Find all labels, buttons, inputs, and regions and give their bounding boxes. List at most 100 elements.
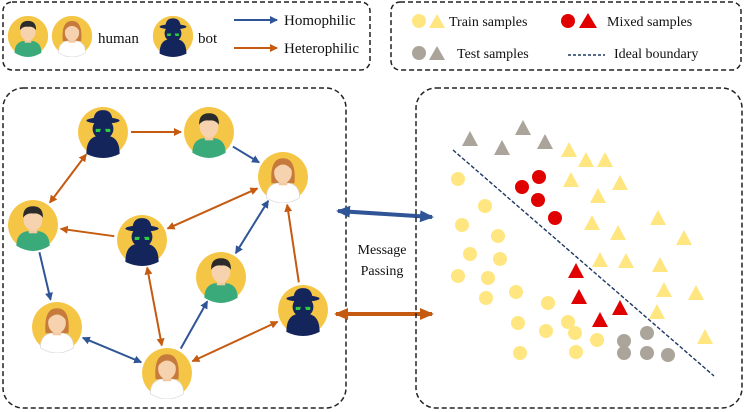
human-node-f1: [257, 151, 309, 203]
legend-train-triangle: [429, 14, 445, 28]
homophilic-edge-m1-f1: [232, 145, 260, 164]
legend-mixed-circle: [561, 14, 575, 28]
train-sample-circle: [493, 252, 507, 266]
test-sample-circle: [661, 348, 675, 362]
train-sample-triangle: [597, 152, 613, 167]
train-sample-triangle: [656, 282, 672, 297]
homophilic-edge-m3-f1: [234, 199, 270, 255]
ideal-boundary-line: [452, 149, 715, 377]
heterophilic-edge-b3-f1: [284, 203, 300, 283]
legend-homophilic-label: Homophilic: [284, 13, 356, 29]
human-node-f2: [31, 301, 83, 353]
legend-human-label: human: [98, 31, 139, 47]
train-sample-circle: [463, 247, 477, 261]
train-sample-circle: [451, 172, 465, 186]
legend-train-label: Train samples: [449, 15, 527, 30]
legend-heterophilic-label: Heterophilic: [284, 41, 359, 57]
train-sample-triangle: [584, 215, 600, 230]
mixed-sample-circle: [532, 170, 546, 184]
train-sample-triangle: [590, 188, 606, 203]
legend-bot-label: bot: [198, 31, 218, 47]
human-node-m3: [196, 252, 246, 303]
mixed-sample-triangle: [612, 300, 628, 315]
train-sample-circle: [590, 333, 604, 347]
node-legend-box: [2, 1, 371, 71]
train-sample-triangle: [610, 225, 626, 240]
train-sample-circle: [513, 346, 527, 360]
train-sample-circle: [479, 291, 493, 305]
test-sample-triangle: [462, 131, 478, 146]
train-sample-triangle: [561, 142, 577, 157]
feature-space-panel: [415, 87, 743, 409]
legend-train-circle: [412, 14, 426, 28]
train-sample-circle: [455, 218, 469, 232]
message-passing-arrow-homophilic: [336, 205, 434, 223]
train-sample-circle: [451, 269, 465, 283]
mixed-sample-circle: [548, 211, 562, 225]
graph-panel: [2, 87, 347, 409]
train-sample-circle: [568, 326, 582, 340]
train-sample-circle: [509, 285, 523, 299]
sample-legend-box: [390, 1, 742, 71]
train-sample-triangle: [676, 230, 692, 245]
train-sample-triangle: [697, 329, 713, 344]
train-sample-circle: [491, 229, 505, 243]
message-passing-line2: Passing: [361, 264, 404, 279]
test-sample-circle: [617, 346, 631, 360]
train-sample-circle: [541, 296, 555, 310]
train-sample-circle: [561, 315, 575, 329]
heterophilic-edge-b2-f3: [144, 266, 165, 347]
bot-node-b3: [278, 285, 328, 336]
mixed-sample-circle: [515, 180, 529, 194]
train-sample-circle: [481, 271, 495, 285]
mixed-sample-triangle: [592, 312, 608, 327]
train-sample-triangle: [649, 304, 665, 319]
legend-test-triangle: [429, 46, 445, 60]
train-sample-triangle: [612, 175, 628, 190]
legend-male-avatar: [7, 15, 49, 57]
train-sample-triangle: [563, 172, 579, 187]
heterophilic-edge-m2-b1: [49, 153, 87, 204]
train-sample-circle: [478, 199, 492, 213]
heterophilic-edge-b2-m2: [59, 225, 115, 238]
train-sample-triangle: [652, 257, 668, 272]
legend-bot-avatar: [152, 15, 194, 57]
test-sample-circle: [617, 334, 631, 348]
legend-female-avatar: [51, 15, 93, 57]
mixed-sample-triangle: [571, 289, 587, 304]
test-sample-triangle: [537, 134, 553, 149]
legend-test-circle: [412, 46, 426, 60]
train-sample-triangle: [688, 285, 704, 300]
train-sample-triangle: [578, 152, 594, 167]
homophilic-edge-f3-m3: [179, 300, 209, 350]
heterophilic-edge-f3-b3: [191, 320, 279, 363]
test-sample-circle: [640, 346, 654, 360]
test-sample-triangle: [494, 140, 510, 155]
legend-test-label: Test samples: [457, 47, 529, 62]
heterophilic-edge-f1-b2: [166, 187, 259, 230]
train-sample-circle: [569, 345, 583, 359]
test-sample-circle: [640, 326, 654, 340]
legend-mixed-label: Mixed samples: [607, 15, 692, 30]
homophilic-edge-m2-f2: [38, 252, 53, 301]
human-node-f3: [141, 347, 193, 399]
graph-nodes: [8, 107, 328, 399]
message-passing-line1: Message: [358, 243, 407, 258]
bot-node-b2: [117, 215, 167, 266]
test-sample-triangle: [515, 120, 531, 135]
train-sample-circle: [511, 316, 525, 330]
train-sample-triangle: [650, 210, 666, 225]
feature-samples: [451, 120, 713, 362]
train-sample-circle: [539, 324, 553, 338]
bot-node-b1: [78, 107, 128, 158]
legend-mixed-triangle: [579, 13, 597, 28]
human-node-m2: [8, 200, 58, 251]
human-node-m1: [184, 107, 234, 158]
mixed-sample-triangle: [568, 263, 584, 278]
train-sample-triangle: [592, 252, 608, 267]
train-sample-triangle: [618, 253, 634, 268]
legend-boundary-label: Ideal boundary: [614, 47, 698, 62]
graph-edges: [38, 128, 300, 364]
homophilic-edge-f2-f3: [81, 336, 143, 364]
